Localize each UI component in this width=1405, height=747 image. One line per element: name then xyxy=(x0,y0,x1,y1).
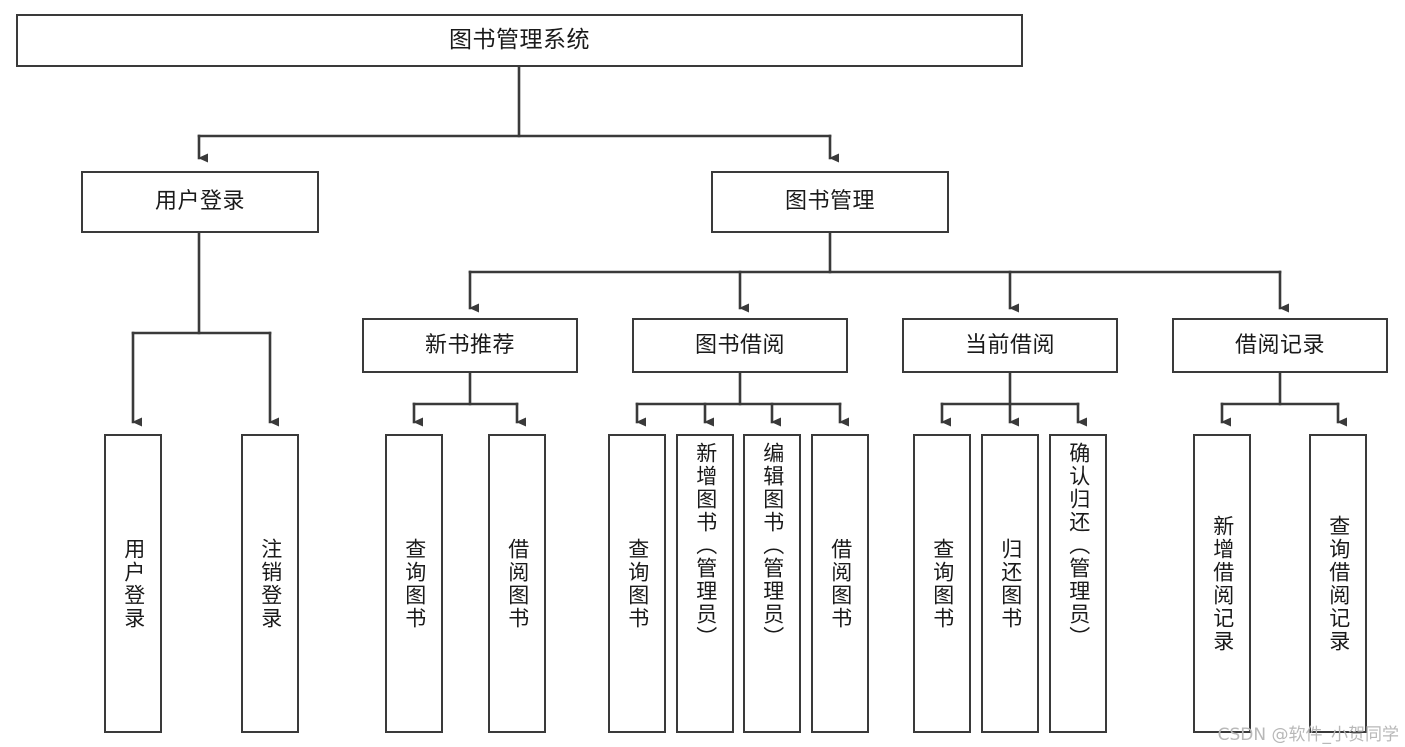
node-leaf-user-login[interactable]: 用户登录 xyxy=(104,434,162,733)
node-borrow-record[interactable]: 借阅记录 xyxy=(1172,318,1388,373)
node-leaf-query-record[interactable]: 查询借阅记录 xyxy=(1309,434,1367,733)
watermark: CSDN @软件_小贺同学 xyxy=(1217,725,1399,745)
node-book-manage[interactable]: 图书管理 xyxy=(711,171,949,233)
node-book-borrow-label: 图书借阅 xyxy=(694,332,785,358)
node-book-borrow[interactable]: 图书借阅 xyxy=(632,318,848,373)
node-leaf-borrow-book-1[interactable]: 借阅图书 xyxy=(488,434,546,733)
node-user-login[interactable]: 用户登录 xyxy=(81,171,319,233)
node-leaf-user-logout[interactable]: 注销登录 xyxy=(241,434,299,733)
node-leaf-query-book-2-label: 查询图书 xyxy=(625,537,650,630)
node-leaf-user-login-label: 用户登录 xyxy=(121,537,146,630)
node-leaf-confirm-return-label: 确认归还（管理员） xyxy=(1066,442,1091,649)
node-leaf-query-record-label: 查询借阅记录 xyxy=(1326,514,1351,653)
node-borrow-record-label: 借阅记录 xyxy=(1234,332,1325,358)
node-leaf-add-record-label: 新增借阅记录 xyxy=(1210,514,1235,653)
node-leaf-confirm-return[interactable]: 确认归还（管理员） xyxy=(1049,434,1107,733)
node-leaf-return-book-label: 归还图书 xyxy=(998,537,1023,630)
node-leaf-borrow-book-1-label: 借阅图书 xyxy=(505,537,530,630)
node-leaf-query-book-1-label: 查询图书 xyxy=(402,537,427,630)
node-leaf-edit-book-label: 编辑图书（管理员） xyxy=(760,442,785,649)
node-root[interactable]: 图书管理系统 xyxy=(16,14,1023,67)
node-leaf-edit-book[interactable]: 编辑图书（管理员） xyxy=(743,434,801,733)
node-new-book-recommend-label: 新书推荐 xyxy=(424,332,515,358)
node-leaf-add-book[interactable]: 新增图书（管理员） xyxy=(676,434,734,733)
node-new-book-recommend[interactable]: 新书推荐 xyxy=(362,318,578,373)
node-leaf-query-book-3[interactable]: 查询图书 xyxy=(913,434,971,733)
node-leaf-return-book[interactable]: 归还图书 xyxy=(981,434,1039,733)
node-leaf-add-record[interactable]: 新增借阅记录 xyxy=(1193,434,1251,733)
node-user-login-label: 用户登录 xyxy=(154,189,245,215)
node-leaf-query-book-3-label: 查询图书 xyxy=(930,537,955,630)
node-root-label: 图书管理系统 xyxy=(449,26,590,53)
node-leaf-user-logout-label: 注销登录 xyxy=(258,537,283,630)
node-leaf-query-book-1[interactable]: 查询图书 xyxy=(385,434,443,733)
node-current-borrow[interactable]: 当前借阅 xyxy=(902,318,1118,373)
node-book-manage-label: 图书管理 xyxy=(784,189,875,215)
node-current-borrow-label: 当前借阅 xyxy=(964,332,1055,358)
node-leaf-add-book-label: 新增图书（管理员） xyxy=(693,442,718,649)
node-leaf-query-book-2[interactable]: 查询图书 xyxy=(608,434,666,733)
node-leaf-borrow-book-2-label: 借阅图书 xyxy=(828,537,853,630)
node-leaf-borrow-book-2[interactable]: 借阅图书 xyxy=(811,434,869,733)
